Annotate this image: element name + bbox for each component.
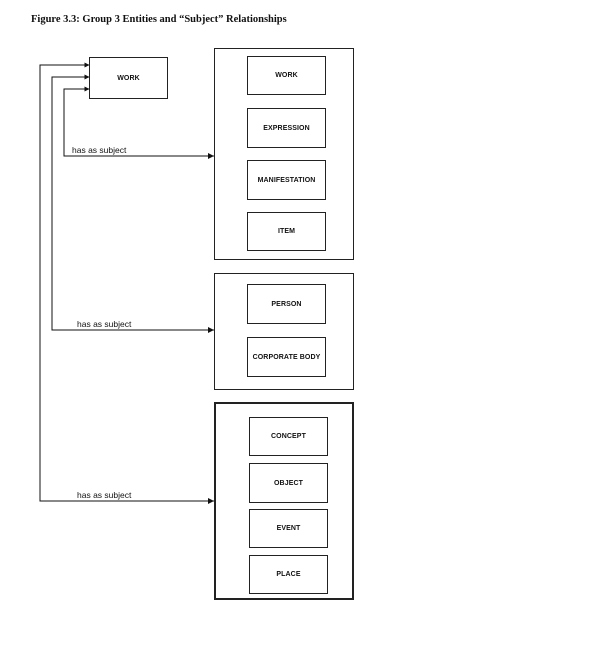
group2-container	[214, 273, 354, 390]
group3-container	[214, 402, 354, 600]
entity-event: EVENT	[249, 509, 328, 548]
entity-corporate-body: CORPORATE BODY	[247, 337, 326, 377]
entity-item: ITEM	[247, 212, 326, 251]
arrowhead-group3	[208, 498, 214, 504]
relationship-label-group2: has as subject	[77, 319, 132, 329]
figure-title: Figure 3.3: Group 3 Entities and “Subjec…	[31, 14, 287, 25]
entity-place: PLACE	[249, 555, 328, 594]
source-work-box: WORK	[89, 57, 168, 99]
entity-work: WORK	[247, 56, 326, 95]
entity-object: OBJECT	[249, 463, 328, 503]
entity-person: PERSON	[247, 284, 326, 324]
entity-expression: EXPRESSION	[247, 108, 326, 148]
subject-line-group1	[63, 86, 214, 157]
entity-concept: CONCEPT	[249, 417, 328, 456]
subject-line-group2	[51, 74, 214, 331]
group1-container	[214, 48, 354, 260]
arrowhead-group2	[208, 327, 214, 333]
arrowhead-group1	[208, 153, 214, 159]
entity-manifestation: MANIFESTATION	[247, 160, 326, 200]
subject-line-group3	[39, 62, 214, 502]
relationship-label-group3: has as subject	[77, 490, 132, 500]
relationship-label-group1: has as subject	[72, 145, 127, 155]
